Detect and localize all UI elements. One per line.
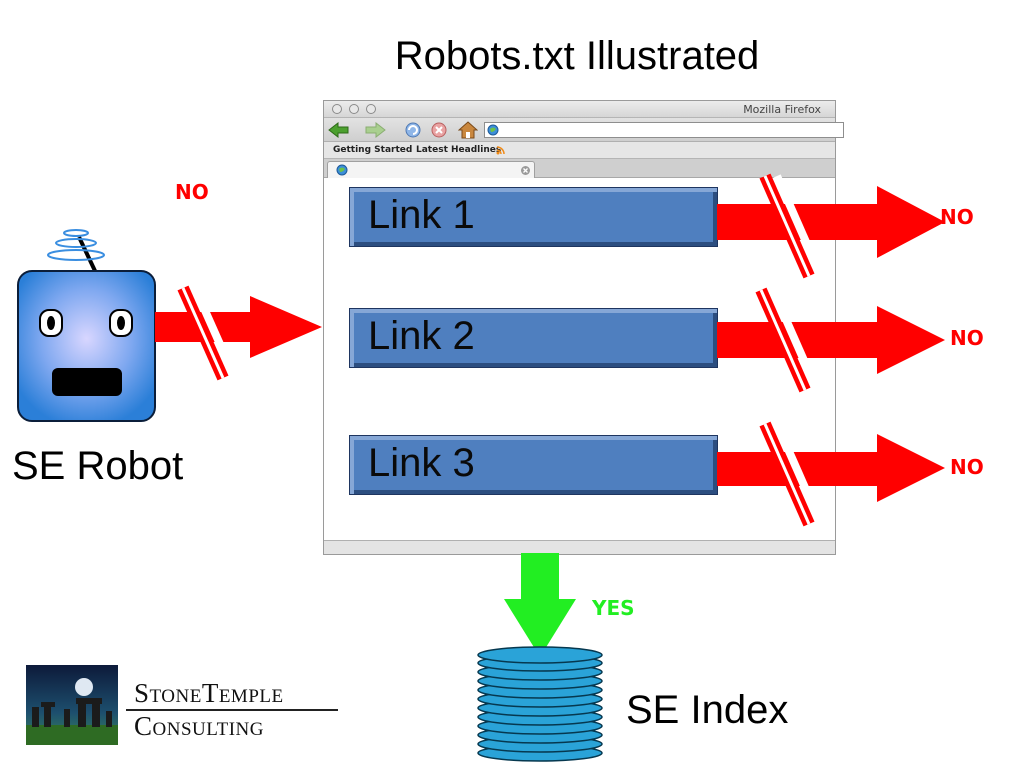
index-status-label: YES xyxy=(592,596,635,620)
close-window-button[interactable] xyxy=(332,104,342,114)
bookmark-getting-started[interactable]: Getting Started xyxy=(333,145,413,155)
globe-icon xyxy=(336,164,348,176)
link-1-label: Link 1 xyxy=(368,193,475,237)
globe-icon xyxy=(487,124,499,136)
robot-label: SE Robot xyxy=(12,444,184,488)
back-arrow-icon[interactable] xyxy=(328,122,350,138)
link-2-blocked-arrow xyxy=(717,287,945,393)
link-1-status-label: NO xyxy=(940,205,974,229)
url-input[interactable] xyxy=(484,122,844,138)
robot-status-label: NO xyxy=(175,180,209,204)
browser-titlebar: Mozilla Firefox xyxy=(324,101,835,118)
bookmarks-bar: Getting Started Latest Headlines xyxy=(324,142,835,159)
tab-close-icon[interactable] xyxy=(520,165,531,176)
logo-rule-top xyxy=(126,709,338,711)
stonetemple-logo-icon xyxy=(26,665,118,745)
robot-blocked-arrow xyxy=(155,285,322,381)
rss-feed-icon xyxy=(496,146,505,155)
browser-window-title: Mozilla Firefox xyxy=(743,103,821,116)
minimize-window-button[interactable] xyxy=(349,104,359,114)
browser-status-bar xyxy=(324,540,835,554)
browser-tab[interactable] xyxy=(327,161,535,178)
link-2-status-label: NO xyxy=(950,326,984,350)
reload-icon[interactable] xyxy=(404,121,422,139)
zoom-window-button[interactable] xyxy=(366,104,376,114)
logo-wordmark-line2: Consulting xyxy=(134,711,264,741)
home-icon[interactable] xyxy=(458,120,478,140)
page-title: Robots.txt Illustrated xyxy=(394,34,760,78)
robot-icon xyxy=(17,229,156,422)
link-1-blocked-arrow xyxy=(717,173,945,279)
link-3-status-label: NO xyxy=(950,455,984,479)
link-3-label: Link 3 xyxy=(368,441,475,485)
stop-icon[interactable] xyxy=(430,121,448,139)
forward-arrow-icon[interactable] xyxy=(364,122,386,138)
bookmark-latest-headlines[interactable]: Latest Headlines xyxy=(416,145,502,155)
link-2-label: Link 2 xyxy=(368,314,475,358)
index-allowed-arrow xyxy=(504,553,576,657)
index-label: SE Index xyxy=(626,688,789,732)
browser-toolbar xyxy=(324,118,844,142)
link-3-box[interactable]: Link 3 xyxy=(349,435,718,495)
tab-strip xyxy=(324,159,835,178)
database-icon xyxy=(477,646,603,762)
logo-wordmark-line1: StoneTemple xyxy=(134,678,284,708)
link-3-blocked-arrow xyxy=(717,421,945,527)
link-1-box[interactable]: Link 1 xyxy=(349,187,718,247)
link-2-box[interactable]: Link 2 xyxy=(349,308,718,368)
